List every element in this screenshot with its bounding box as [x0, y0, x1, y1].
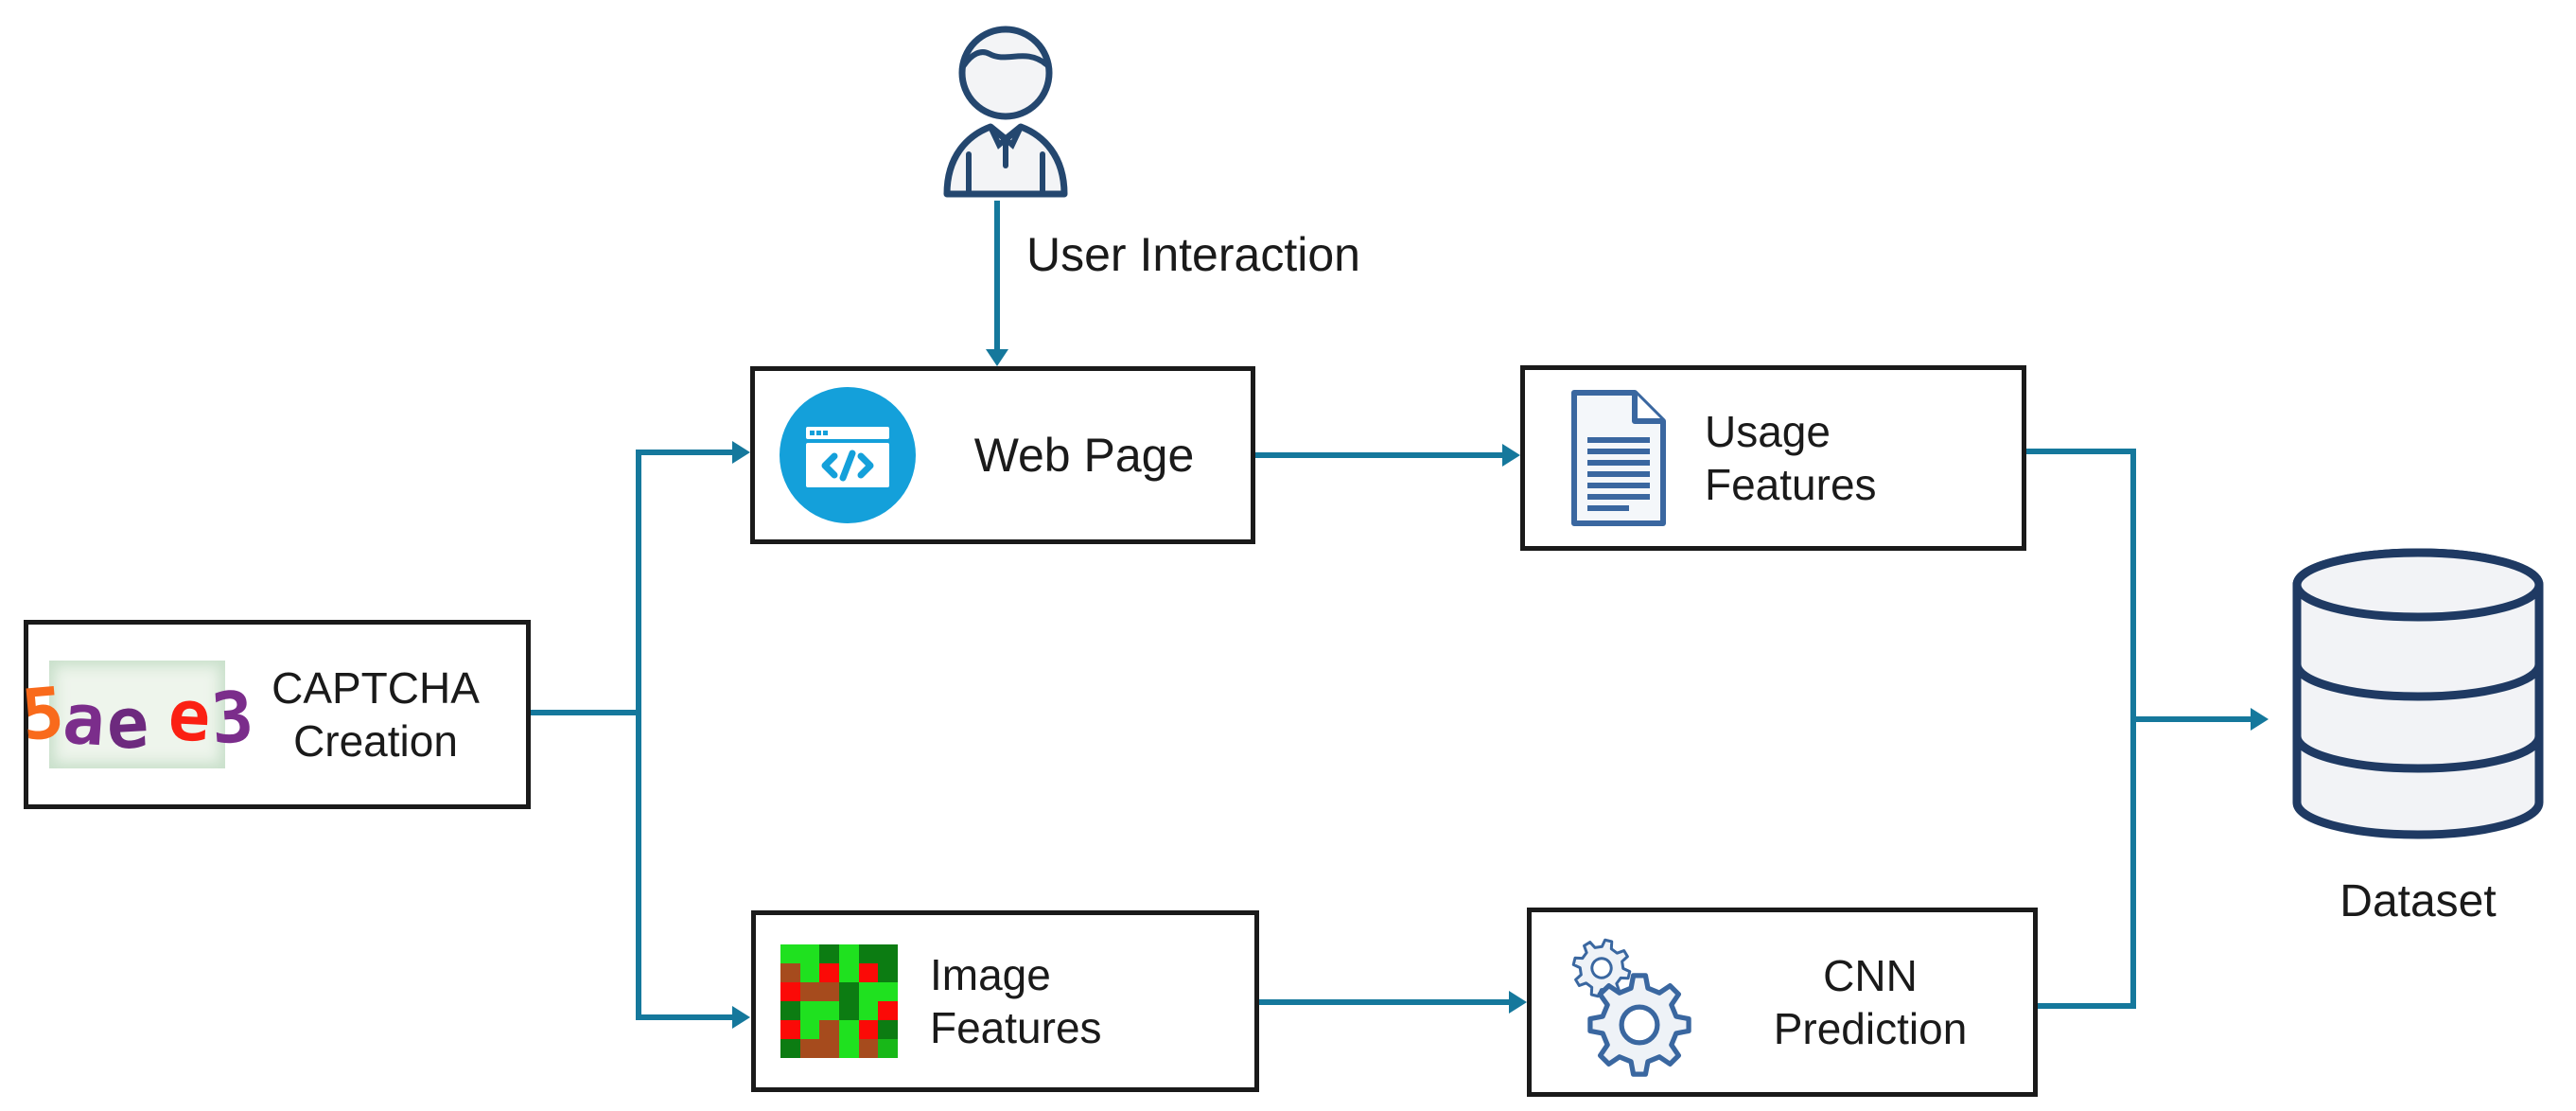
gears-icon: [1549, 919, 1708, 1085]
database-icon: [2289, 545, 2547, 844]
grid-cell: [780, 982, 800, 1001]
grid-cell: [838, 1001, 859, 1020]
grid-cell: [878, 963, 898, 982]
grid-cell: [858, 982, 879, 1001]
grid-cell: [799, 1039, 820, 1058]
grid-cell: [878, 982, 898, 1001]
grid-cell: [858, 1001, 879, 1020]
grid-cell: [780, 944, 800, 963]
arrowhead-user-to-webpage: [986, 349, 1008, 366]
captcha-char: 5: [17, 672, 67, 757]
connector-to-dataset: [2133, 716, 2252, 722]
connector-image-to-cnn: [1259, 999, 1510, 1005]
arrowhead-to-imagefeatures: [732, 1006, 750, 1029]
connector-to-webpage: [639, 450, 733, 455]
grid-cell: [878, 944, 898, 963]
connector-usage-out: [2026, 449, 2136, 454]
grid-cell: [819, 1039, 839, 1058]
grid-cell: [838, 944, 859, 963]
image-features-label: Image Features: [930, 949, 1102, 1052]
user-interaction-label: User Interaction: [1026, 228, 1360, 281]
connector-user-to-webpage: [994, 201, 1000, 350]
web-page-label: Web Page: [973, 428, 1195, 482]
grid-cell: [878, 1001, 898, 1020]
grid-cell: [878, 1020, 898, 1039]
user-icon: [932, 11, 1079, 201]
captcha-creation-label: CAPTCHA Creation: [272, 662, 480, 766]
connector-left-branch-vertical: [636, 450, 641, 1020]
grid-cell: [838, 1020, 859, 1039]
grid-cell: [838, 963, 859, 982]
grid-cell: [858, 944, 879, 963]
web-page-icon: [778, 385, 918, 525]
grid-cell: [799, 1020, 820, 1039]
cnn-prediction-label: CNN Prediction: [1773, 950, 1968, 1053]
grid-cell: [799, 982, 820, 1001]
dataset-label: Dataset: [2339, 876, 2497, 926]
connector-webpage-to-usage: [1255, 452, 1503, 458]
grid-cell: [838, 1039, 859, 1058]
arrowhead-webpage-to-usage: [1502, 444, 1520, 467]
connector-to-imagefeatures: [639, 1014, 733, 1020]
grid-cell: [878, 1039, 898, 1058]
usage-features-label: Usage Features: [1705, 406, 1877, 509]
connector-cnn-out: [2038, 1003, 2136, 1009]
node-web-page: Web Page: [750, 366, 1255, 544]
arrowhead-to-dataset: [2251, 708, 2269, 731]
connector-right-merge-vertical: [2130, 449, 2136, 1009]
node-usage-features: Usage Features: [1520, 365, 2026, 551]
grid-cell: [838, 982, 859, 1001]
captcha-char: 3: [208, 676, 256, 761]
grid-cell: [819, 1001, 839, 1020]
image-features-thumbnail: [780, 944, 898, 1058]
grid-cell: [780, 963, 800, 982]
grid-cell: [819, 982, 839, 1001]
grid-cell: [780, 1020, 800, 1039]
grid-cell: [780, 1001, 800, 1020]
captcha-char: e: [104, 681, 151, 767]
grid-cell: [858, 963, 879, 982]
grid-cell: [858, 1020, 879, 1039]
node-image-features: Image Features: [751, 910, 1259, 1092]
arrowhead-to-webpage: [732, 441, 750, 464]
connector-captcha-out: [531, 710, 639, 715]
grid-cell: [819, 944, 839, 963]
captcha-char: a: [60, 678, 109, 763]
node-cnn-prediction: CNN Prediction: [1527, 908, 2038, 1097]
grid-cell: [799, 963, 820, 982]
grid-cell: [858, 1039, 879, 1058]
grid-cell: [780, 1039, 800, 1058]
grid-cell: [799, 1001, 820, 1020]
captcha-char: e: [166, 674, 213, 759]
grid-cell: [819, 963, 839, 982]
grid-cell: [799, 944, 820, 963]
arrowhead-image-to-cnn: [1509, 991, 1527, 1014]
grid-cell: [819, 1020, 839, 1039]
document-icon: [1563, 387, 1673, 529]
